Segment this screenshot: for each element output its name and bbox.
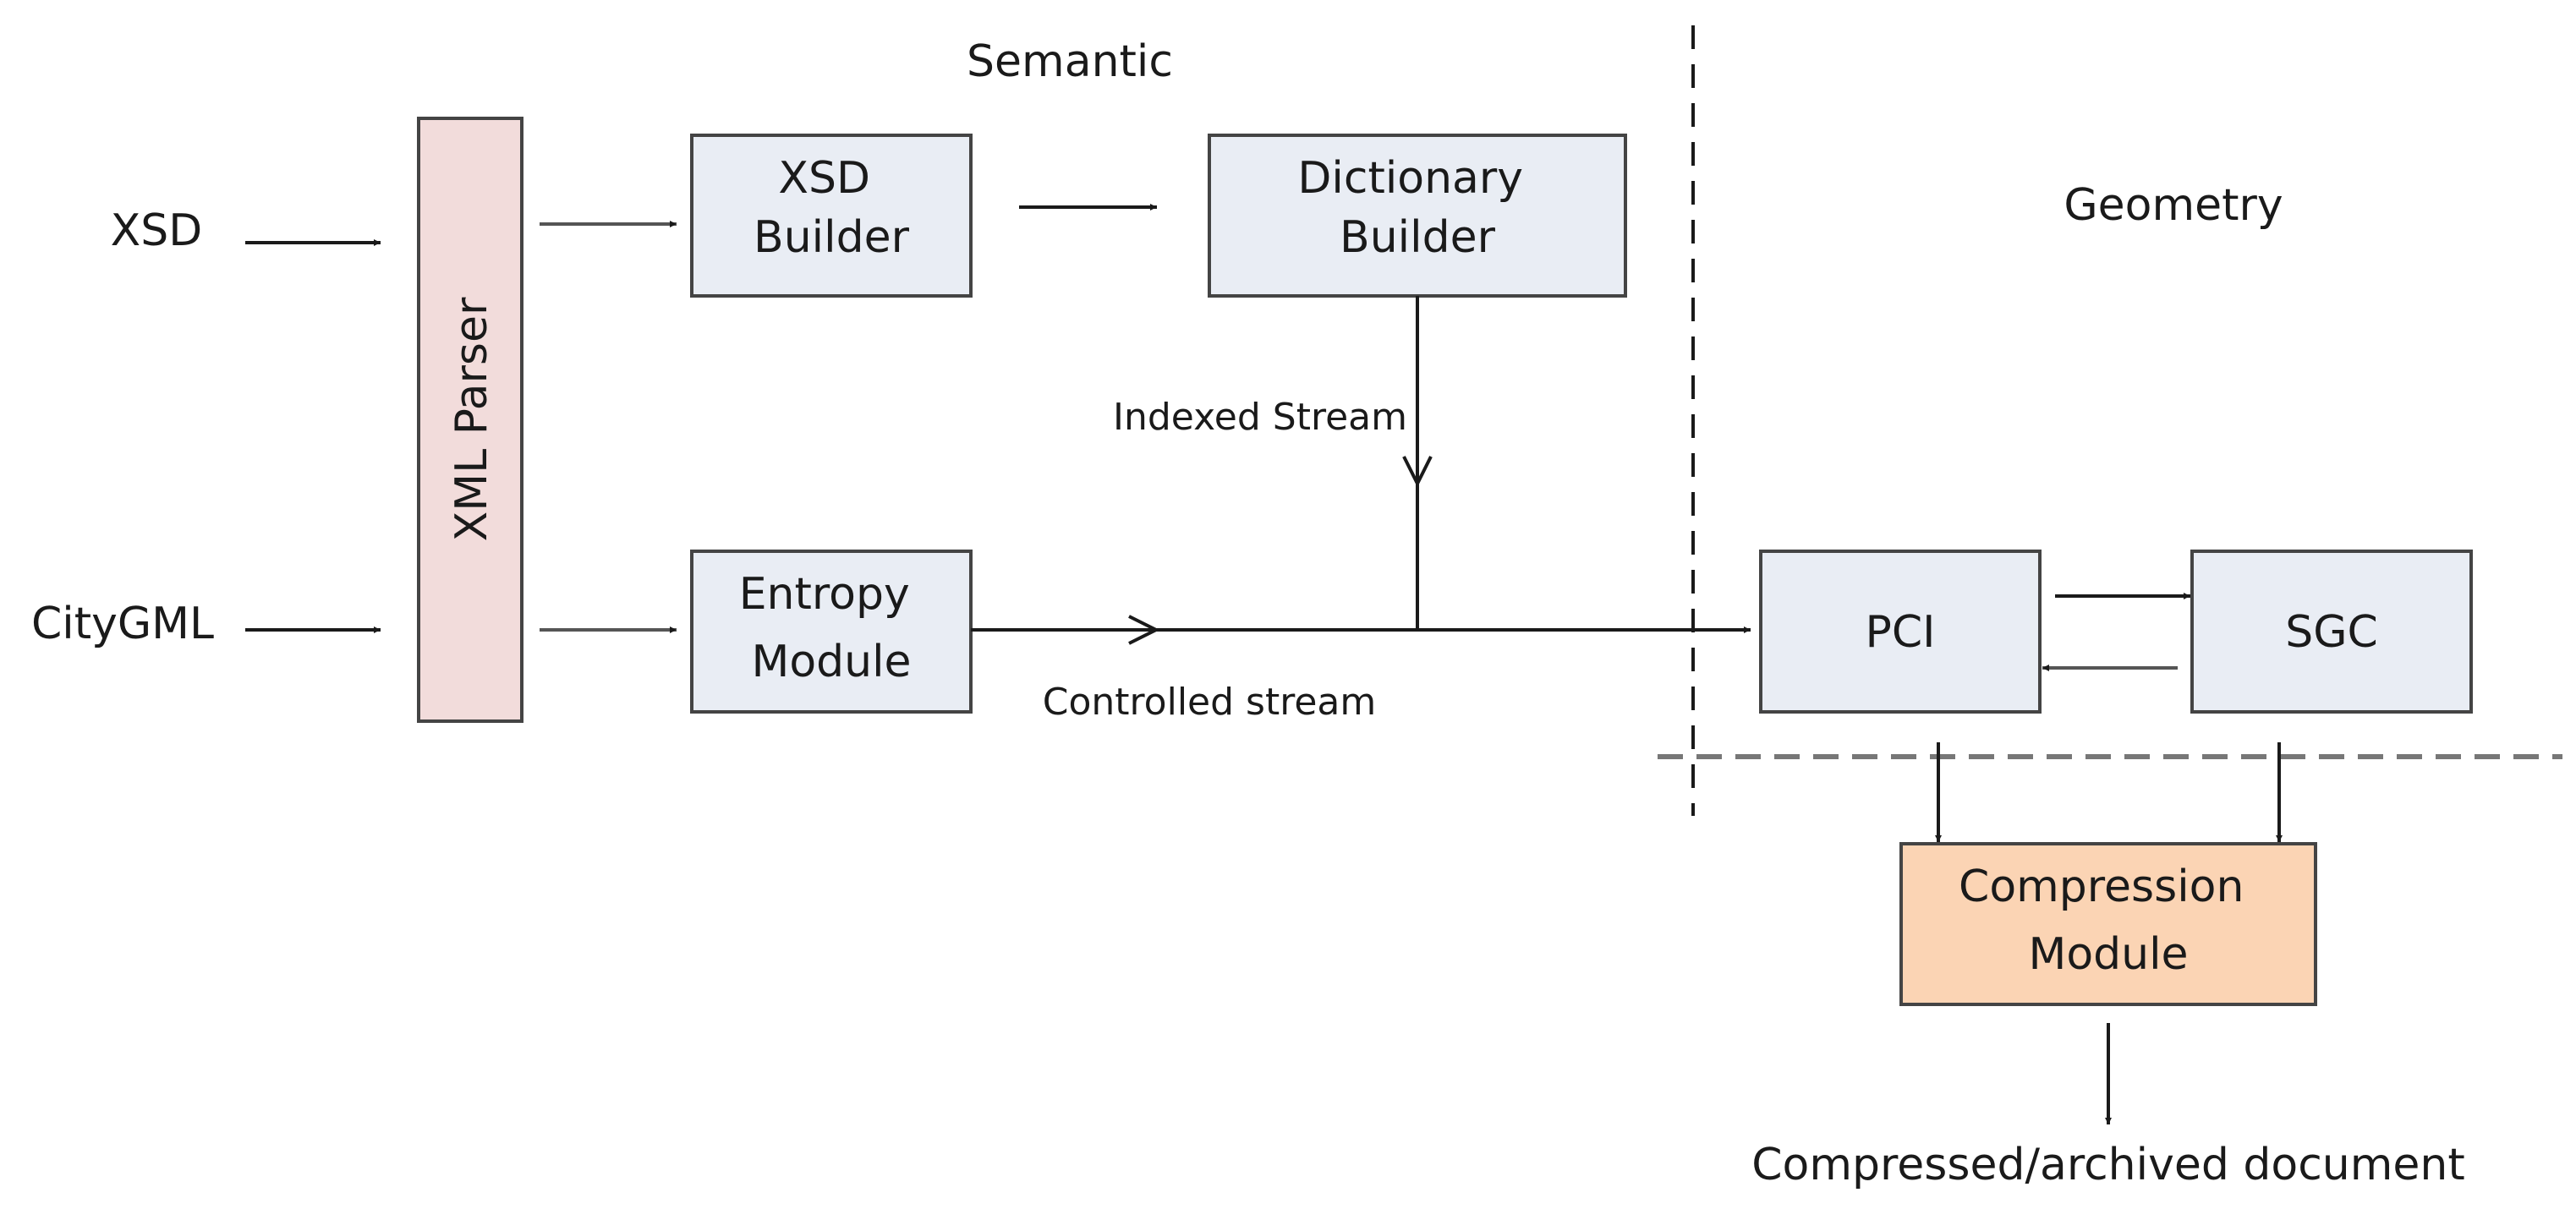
entropy-module-label: Entropy Module <box>739 569 924 687</box>
xml-parser-label: XML Parser <box>447 297 497 541</box>
entropy-module-box <box>690 550 973 714</box>
xsd-builder-label: XSD Builder <box>754 153 910 263</box>
pci-box <box>1759 550 2042 714</box>
semantic-region-label: Semantic <box>967 36 1173 87</box>
output-label: Compressed/archived document <box>1751 1140 2464 1190</box>
entropy-module-label-line2: Module <box>751 637 911 687</box>
xsd-builder-label-line2: Builder <box>754 212 910 263</box>
sgc-label: SGC <box>2285 607 2378 658</box>
dictionary-builder-label-line1: Dictionary <box>1297 153 1523 204</box>
xsd-input-label: XSD <box>111 205 203 256</box>
entropy-module-label-line1: Entropy <box>739 569 910 620</box>
xsd-builder-box <box>690 134 973 298</box>
sgc-box <box>2190 550 2473 714</box>
compression-module-label-line1: Compression <box>1959 862 2244 912</box>
indexed-stream-arrowhead <box>1402 456 1433 488</box>
dictionary-builder-label-line2: Builder <box>1340 212 1496 263</box>
pci-label: PCI <box>1865 607 1935 658</box>
citygml-input-label: CityGML <box>31 599 214 649</box>
indexed-stream-label: Indexed Stream <box>1113 396 1407 439</box>
xsd-builder-label-line1: XSD <box>778 153 870 204</box>
controlled-stream-arrowhead <box>1128 615 1160 645</box>
dictionary-builder-label: Dictionary Builder <box>1297 153 1537 263</box>
compression-module-box <box>1899 842 2317 1006</box>
controlled-stream-label: Controlled stream <box>1043 681 1376 724</box>
dictionary-builder-box <box>1208 134 1627 298</box>
compression-module-label: Compression Module <box>1959 862 2258 980</box>
xml-parser-box <box>417 117 523 723</box>
compression-module-label-line2: Module <box>2028 929 2188 980</box>
geometry-region-label: Geometry <box>2064 180 2283 231</box>
